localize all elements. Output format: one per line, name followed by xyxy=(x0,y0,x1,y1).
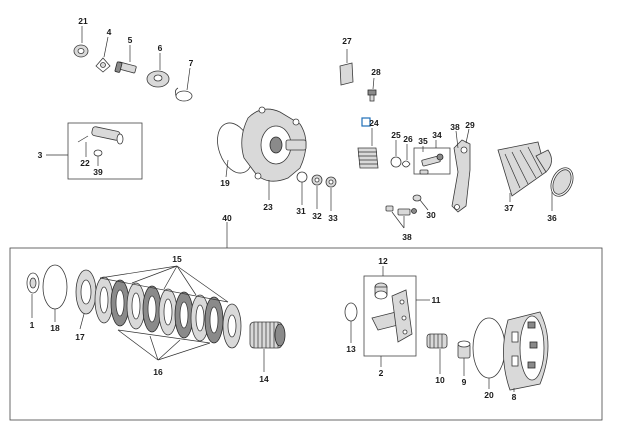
callout-34[interactable]: 34 xyxy=(432,130,442,140)
callout-9[interactable]: 9 xyxy=(462,377,467,387)
callout-39[interactable]: 39 xyxy=(93,167,103,177)
part-screw-small[interactable] xyxy=(419,169,429,175)
callout-36[interactable]: 36 xyxy=(547,213,557,223)
part-38-lower[interactable] xyxy=(385,205,417,216)
callout-26[interactable]: 26 xyxy=(403,134,413,144)
callout-18[interactable]: 18 xyxy=(50,323,60,333)
callout-16[interactable]: 16 xyxy=(153,367,163,377)
part-23-housing[interactable] xyxy=(241,106,307,182)
group-box-2 xyxy=(363,275,417,357)
callout-17[interactable]: 17 xyxy=(75,332,85,342)
part-11-shaft[interactable] xyxy=(371,289,413,343)
part-30-pin[interactable] xyxy=(412,194,422,202)
callout-33[interactable]: 33 xyxy=(328,213,338,223)
part-36-clamp-ring[interactable] xyxy=(547,164,578,200)
callout-5[interactable]: 5 xyxy=(128,35,133,45)
callout-25[interactable]: 25 xyxy=(391,130,401,140)
callout-1[interactable]: 1 xyxy=(30,320,35,330)
part-1-washer[interactable] xyxy=(26,272,40,294)
callout-6[interactable]: 6 xyxy=(158,43,163,53)
callout-38-upper[interactable]: 38 xyxy=(450,122,460,132)
callout-14[interactable]: 14 xyxy=(259,374,269,384)
part-39-o-ring[interactable] xyxy=(93,149,103,157)
part-32-washer[interactable] xyxy=(311,174,323,186)
part-27-plate[interactable] xyxy=(339,62,354,86)
callout-13[interactable]: 13 xyxy=(346,344,356,354)
part-25-ring[interactable] xyxy=(390,156,402,168)
part-17-plate[interactable] xyxy=(75,269,97,315)
callout-12[interactable]: 12 xyxy=(378,256,388,266)
part-6-cam[interactable] xyxy=(146,70,170,88)
group-box-3 xyxy=(67,122,143,180)
group-box-34-35 xyxy=(413,147,451,175)
part-31-washer[interactable] xyxy=(296,171,308,183)
callout-27[interactable]: 27 xyxy=(342,36,352,46)
callout-35[interactable]: 35 xyxy=(418,136,428,146)
part-14-hub[interactable] xyxy=(249,321,286,349)
part-12-pin[interactable] xyxy=(374,282,388,300)
part-22-shaft[interactable] xyxy=(91,126,124,145)
selection-marker-24[interactable] xyxy=(361,117,371,127)
part-9-bushing[interactable] xyxy=(457,340,471,359)
part-8-clutch-basket[interactable] xyxy=(503,311,549,391)
callout-4[interactable]: 4 xyxy=(107,27,112,37)
callout-28[interactable]: 28 xyxy=(371,67,381,77)
callout-22[interactable]: 22 xyxy=(80,158,90,168)
callout-11[interactable]: 11 xyxy=(432,295,441,305)
callout-24[interactable]: 24 xyxy=(369,118,379,128)
part-5-bolt[interactable] xyxy=(114,61,137,74)
callout-2[interactable]: 2 xyxy=(379,368,384,378)
part-10-spring[interactable] xyxy=(426,333,448,349)
part-21-nut[interactable] xyxy=(73,44,89,58)
callout-19[interactable]: 19 xyxy=(220,178,230,188)
part-37-boot[interactable] xyxy=(497,141,552,197)
callout-23[interactable]: 23 xyxy=(263,202,273,212)
callout-38-lower[interactable]: 38 xyxy=(402,232,412,242)
callout-31[interactable]: 31 xyxy=(296,206,306,216)
part-33-nut[interactable] xyxy=(325,176,337,188)
callout-40[interactable]: 40 xyxy=(222,213,232,223)
part-28-screw[interactable] xyxy=(367,89,377,102)
callout-15[interactable]: 15 xyxy=(172,254,182,264)
part-34-35-adjuster[interactable] xyxy=(421,153,444,167)
callout-29[interactable]: 29 xyxy=(465,120,475,130)
clutch-plate-stack[interactable] xyxy=(94,276,224,344)
part-20-gasket[interactable] xyxy=(472,317,506,379)
part-24-spring[interactable] xyxy=(357,147,379,169)
part-29-lever[interactable] xyxy=(451,139,471,213)
part-4-lock-washer[interactable] xyxy=(95,57,111,73)
part-26-clip[interactable] xyxy=(401,160,411,168)
callout-10[interactable]: 10 xyxy=(435,375,445,385)
callout-21[interactable]: 21 xyxy=(78,16,88,26)
part-13-o-ring[interactable] xyxy=(344,302,358,322)
callout-3[interactable]: 3 xyxy=(38,150,43,160)
part-pressure-plate[interactable] xyxy=(222,303,242,349)
callout-8[interactable]: 8 xyxy=(512,392,517,402)
callout-20[interactable]: 20 xyxy=(484,390,494,400)
callout-37[interactable]: 37 xyxy=(504,203,514,213)
part-7-spring-clip[interactable] xyxy=(174,87,193,102)
group-box-40 xyxy=(9,247,603,421)
part-18-ring[interactable] xyxy=(42,264,68,310)
callout-30[interactable]: 30 xyxy=(426,210,436,220)
callout-32[interactable]: 32 xyxy=(312,211,322,221)
callout-7[interactable]: 7 xyxy=(189,58,194,68)
